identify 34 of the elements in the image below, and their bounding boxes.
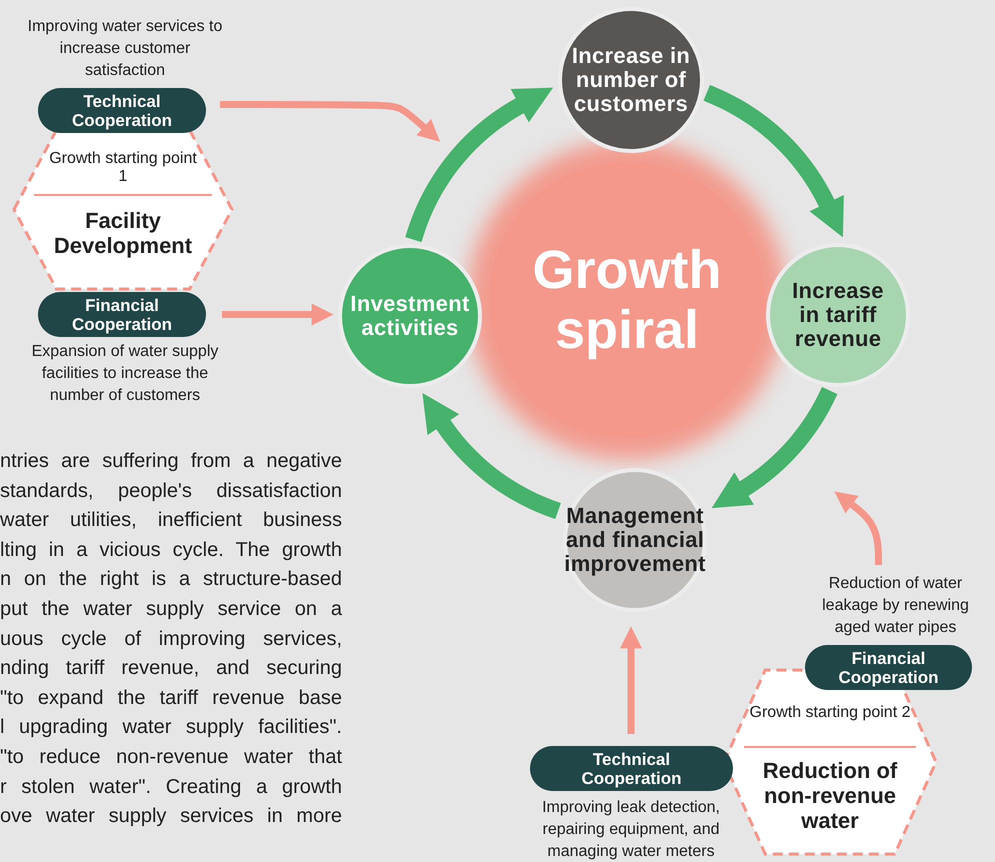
label-pill: Financial Cooperation bbox=[38, 292, 206, 337]
label-pill: Technical Cooperation bbox=[530, 746, 733, 791]
arrow bbox=[220, 101, 440, 142]
paragraph-line: water utilities, inefficient business bbox=[0, 508, 342, 534]
circle-label: Management and financial improvement bbox=[564, 504, 706, 576]
caption-text: Improving leak detection, repairing equipment, and managing water meters bbox=[541, 798, 721, 862]
arrow bbox=[620, 626, 642, 734]
arrow bbox=[834, 491, 882, 565]
paragraph-line: l upgrading water supply facilities". bbox=[0, 715, 342, 740]
paragraph-line: ove water supply services in more bbox=[0, 804, 342, 830]
hexagon-title: Reduction of non-revenue water bbox=[762, 758, 898, 833]
paragraph-line: n on the right is a structure-based bbox=[0, 567, 342, 592]
circle-label: Investment activities bbox=[349, 292, 471, 340]
paragraph-line: put the water supply service on a bbox=[0, 597, 342, 622]
paragraph-line: nding tariff revenue, and securing bbox=[0, 656, 342, 682]
caption-text: Improving water services to increase customer satisfaction bbox=[26, 17, 224, 81]
circle-label: Increase in number of customers bbox=[570, 44, 692, 116]
paragraph-line: ntries are suffering from a negative bbox=[0, 449, 342, 474]
circle-label: Increase in tariff revenue bbox=[791, 279, 885, 351]
caption-text: Reduction of water leakage by renewing aged water pipes bbox=[821, 574, 970, 638]
paragraph-line: uous cycle of improving services, bbox=[0, 626, 342, 652]
label-pill: Financial Cooperation bbox=[805, 645, 972, 690]
paragraph-line: "to expand the tariff revenue base bbox=[0, 686, 342, 711]
hexagon-title: Facility Development bbox=[52, 208, 194, 258]
paragraph-line: standards, people's dissatisfaction bbox=[0, 478, 342, 504]
center-title: Growth spiral bbox=[532, 240, 722, 360]
paragraph-line: "to reduce non-revenue water that bbox=[0, 745, 342, 770]
label-pill: Technical Cooperation bbox=[38, 88, 206, 133]
hexagon-subtitle: Growth starting point 1 bbox=[48, 150, 198, 186]
caption-text: Expansion of water supply facilities to increase the number of customers bbox=[30, 342, 220, 406]
arrow bbox=[222, 304, 334, 326]
paragraph-line: r stolen water". Creating a growth bbox=[0, 774, 342, 800]
paragraph-line: lting in a vicious cycle. The growth bbox=[0, 538, 342, 563]
hexagon-subtitle: Growth starting point 2 bbox=[748, 704, 912, 722]
